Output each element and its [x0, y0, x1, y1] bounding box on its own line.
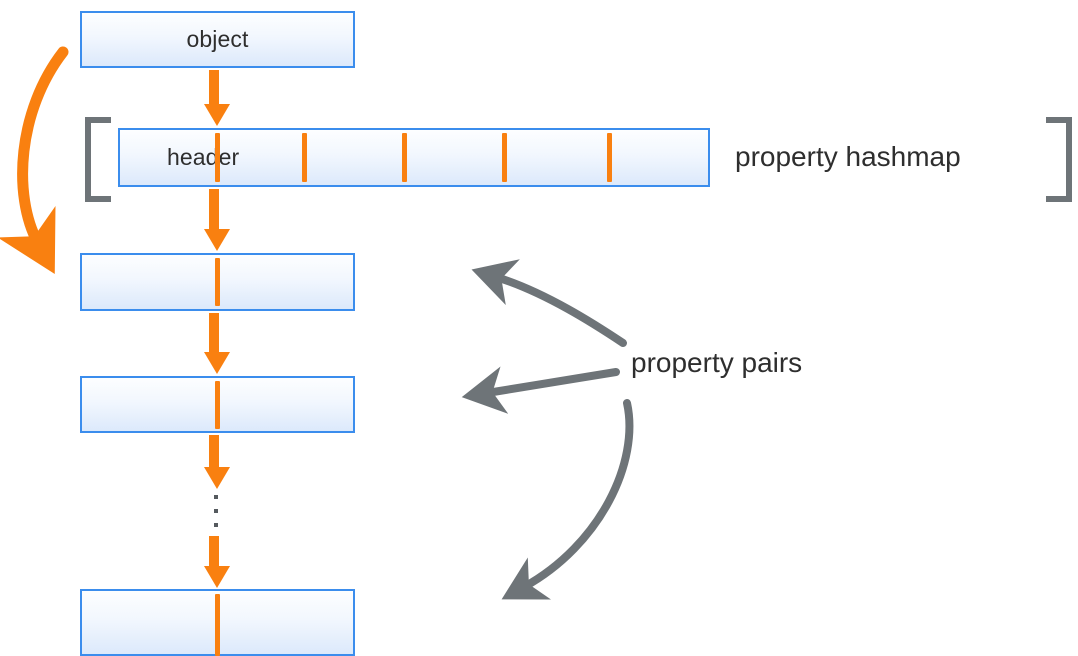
arrow-head: [204, 566, 230, 588]
arrow-shaft: [209, 435, 219, 467]
curved-arrow-object-to-pair: [0, 46, 69, 274]
arrow-head: [204, 352, 230, 374]
arrow-shaft: [209, 313, 219, 352]
arrow-shaft: [209, 70, 219, 104]
arrow-head: [204, 104, 230, 126]
property-pairs-label: property pairs: [631, 347, 803, 378]
chain-line-pair-1: [215, 258, 220, 306]
arrow-head: [204, 229, 230, 251]
gray-pointer-fan: [461, 259, 634, 600]
chain-line-header: [215, 133, 220, 182]
bracket-left-icon: [85, 117, 111, 202]
vertical-ellipsis-icon: [214, 495, 221, 535]
arrow-shaft: [209, 536, 219, 566]
header-box[interactable]: header: [118, 128, 710, 187]
hashmap-slot-divider-3: [502, 133, 507, 182]
hashmap-slot-divider-2: [402, 133, 407, 182]
arrow-head: [204, 467, 230, 489]
object-box-label: object: [186, 26, 249, 52]
property-hashmap-label: property hashmap: [735, 141, 961, 172]
header-box-label: header: [167, 144, 240, 170]
hashmap-slot-divider-1: [302, 133, 307, 182]
chain-line-pair-2: [215, 381, 220, 429]
chain-line-pair-3: [215, 594, 220, 656]
hashmap-slot-divider-4: [607, 133, 612, 182]
bracket-right-icon: [1046, 117, 1072, 202]
arrow-shaft: [209, 189, 219, 229]
object-box[interactable]: object: [80, 11, 355, 68]
